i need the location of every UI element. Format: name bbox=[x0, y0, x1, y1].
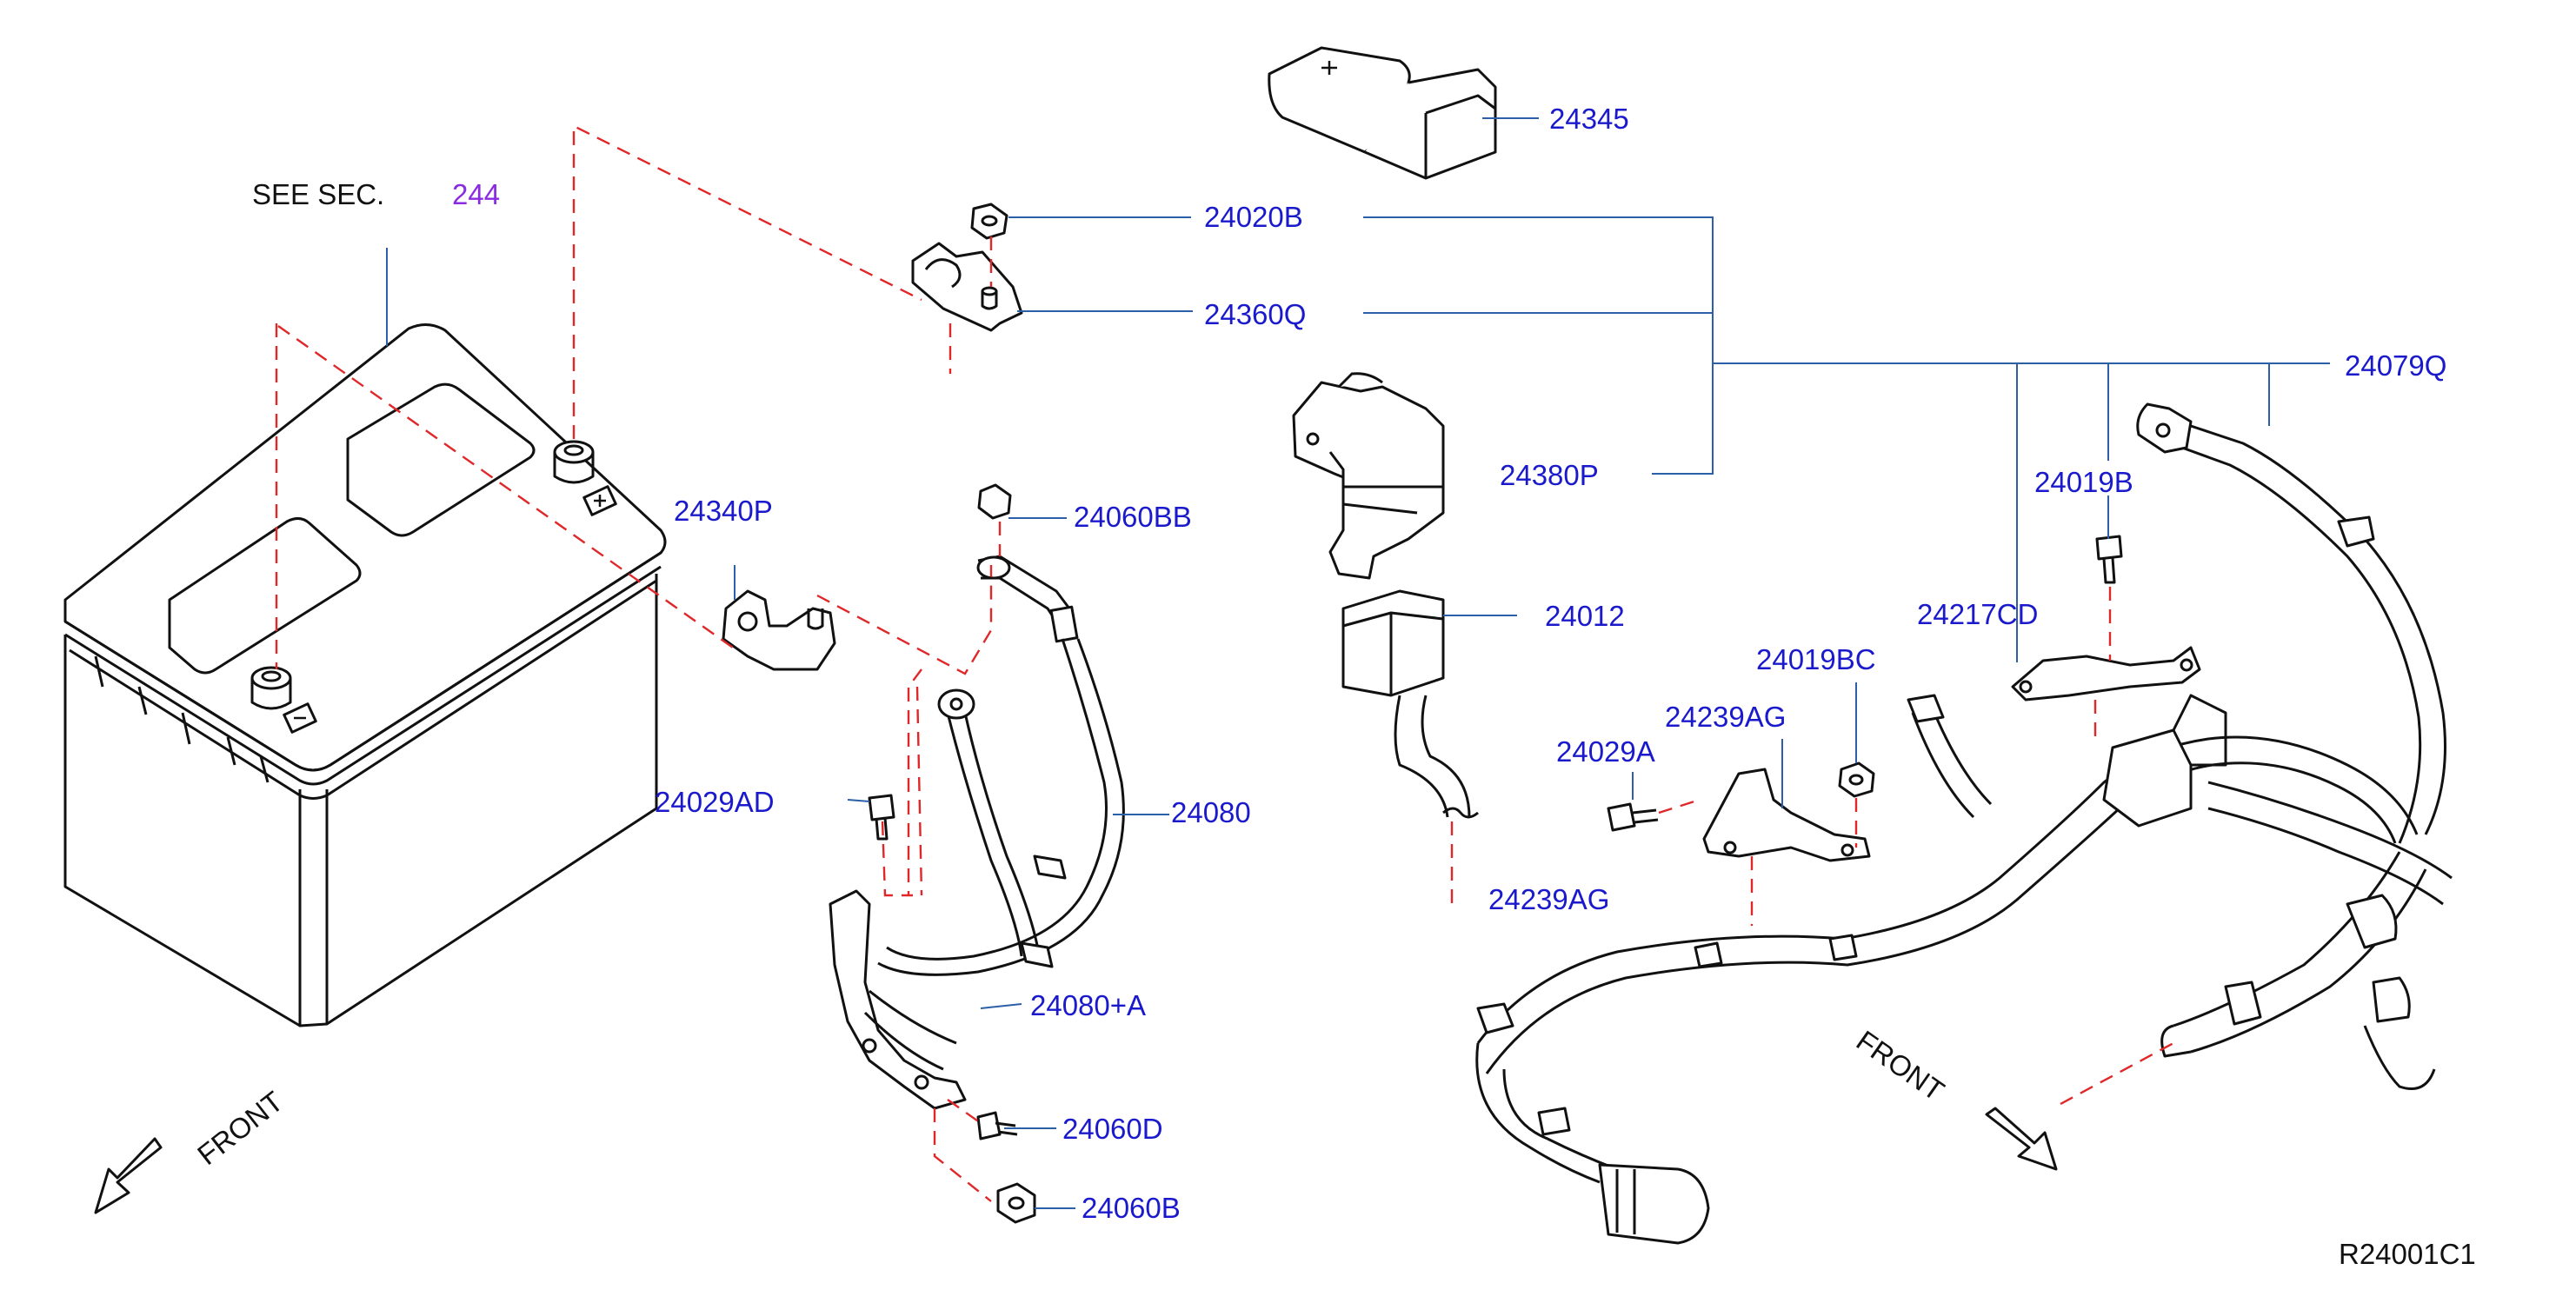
part-label-24060BB[interactable]: 24060BB bbox=[1074, 501, 1192, 533]
leader-lines bbox=[386, 117, 2330, 1209]
part-label-24239AG-upper[interactable]: 24239AG bbox=[1665, 701, 1787, 733]
fusible-link-block bbox=[1292, 372, 1479, 819]
part-label-24345[interactable]: 24345 bbox=[1549, 103, 1629, 135]
part-label-24029AD[interactable]: 24029AD bbox=[655, 786, 775, 818]
part-label-24080A[interactable]: 24080+A bbox=[1030, 989, 1147, 1021]
terminal-clamp bbox=[911, 203, 1023, 332]
part-label-24380P[interactable]: 24380P bbox=[1500, 459, 1599, 491]
dashed-lines bbox=[275, 124, 2174, 1202]
part-label-24080[interactable]: 24080 bbox=[1171, 796, 1251, 828]
part-label-24060B[interactable]: 24060B bbox=[1082, 1192, 1181, 1224]
see-section-prefix: SEE SEC. bbox=[252, 178, 385, 210]
battery bbox=[63, 323, 667, 1027]
diagram-code: R24001C1 bbox=[2339, 1238, 2476, 1270]
part-label-24239AG-lower[interactable]: 24239AG bbox=[1488, 883, 1610, 915]
part-label-24019B[interactable]: 24019B bbox=[2034, 466, 2133, 498]
part-label-24340P[interactable]: 24340P bbox=[674, 495, 773, 527]
part-label-24217CD[interactable]: 24217CD bbox=[1917, 598, 2039, 630]
front-arrow-right bbox=[1985, 1107, 2058, 1171]
part-label-24020B[interactable]: 24020B bbox=[1204, 201, 1303, 233]
part-label-24029A[interactable]: 24029A bbox=[1556, 735, 1655, 768]
front-arrow-left bbox=[94, 1137, 163, 1214]
main-harness bbox=[1475, 402, 2453, 1245]
part-label-24019BC[interactable]: 24019BC bbox=[1756, 643, 1876, 675]
see-section-number[interactable]: 244 bbox=[452, 178, 501, 210]
negative-cable bbox=[722, 483, 1125, 1224]
part-label-24060D[interactable]: 24060D bbox=[1062, 1113, 1163, 1145]
part-label-24012[interactable]: 24012 bbox=[1545, 600, 1625, 632]
part-label-24360Q[interactable]: 24360Q bbox=[1204, 298, 1307, 330]
part-label-24079Q[interactable]: 24079Q bbox=[2345, 349, 2447, 382]
positive-terminal-cover bbox=[1268, 46, 1497, 180]
